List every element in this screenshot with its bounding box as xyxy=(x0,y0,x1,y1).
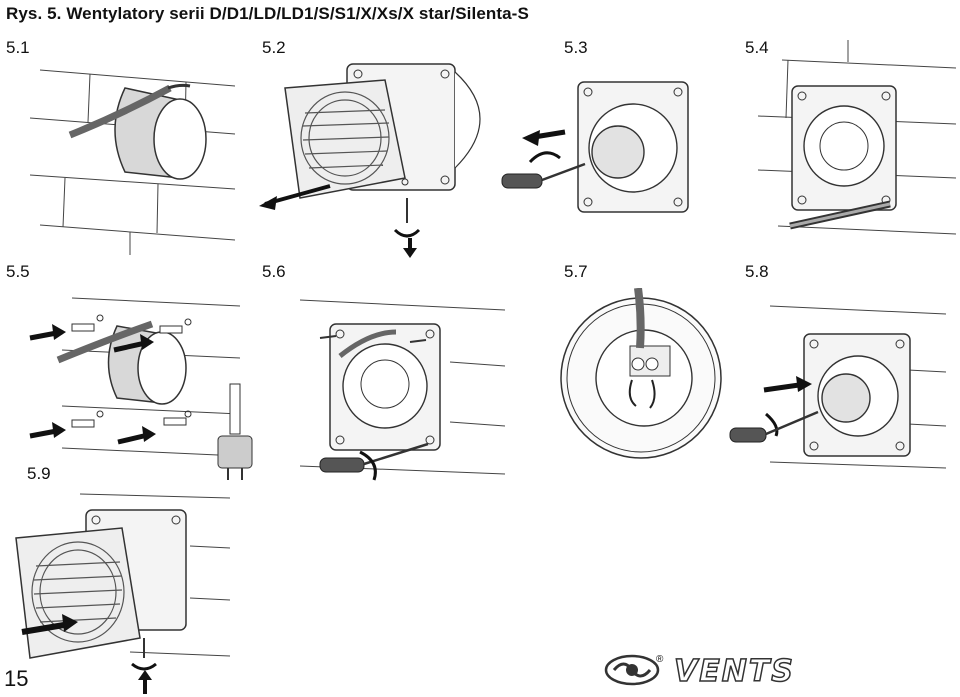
figure-label-5-5: 5.5 xyxy=(6,262,30,281)
figure-remove-grille xyxy=(255,58,505,258)
figure-connect-wiring xyxy=(556,288,726,468)
figure-drill-and-dowels xyxy=(22,288,262,488)
figure-duct-with-cable xyxy=(30,60,240,260)
brand-logo-text: VENTS xyxy=(673,653,795,690)
page-title: Rys. 5. Wentylatory serii D/D1/LD/LD1/S/… xyxy=(6,4,529,23)
figure-label-5-4: 5.4 xyxy=(745,38,769,57)
figure-screw-fan-to-wall xyxy=(300,276,510,496)
figure-unscrew-motor-cover xyxy=(500,76,700,226)
figure-refit-grille xyxy=(10,488,240,694)
page-number: 15 xyxy=(4,666,29,691)
figure-refit-motor-cover xyxy=(728,286,948,476)
figure-label-5-2: 5.2 xyxy=(262,38,286,57)
figure-label-5-8: 5.8 xyxy=(745,262,769,281)
figure-label-5-9: 5.9 xyxy=(27,464,51,483)
figure-mark-holes xyxy=(758,38,958,248)
vents-logo: ® VENTS xyxy=(604,648,810,690)
vents-fan-logo-icon xyxy=(604,654,660,686)
registered-mark: ® xyxy=(656,654,664,665)
figure-label-5-1: 5.1 xyxy=(6,38,30,57)
figure-label-5-3: 5.3 xyxy=(564,38,588,57)
figure-label-5-6: 5.6 xyxy=(262,262,286,281)
figure-label-5-7: 5.7 xyxy=(564,262,588,281)
